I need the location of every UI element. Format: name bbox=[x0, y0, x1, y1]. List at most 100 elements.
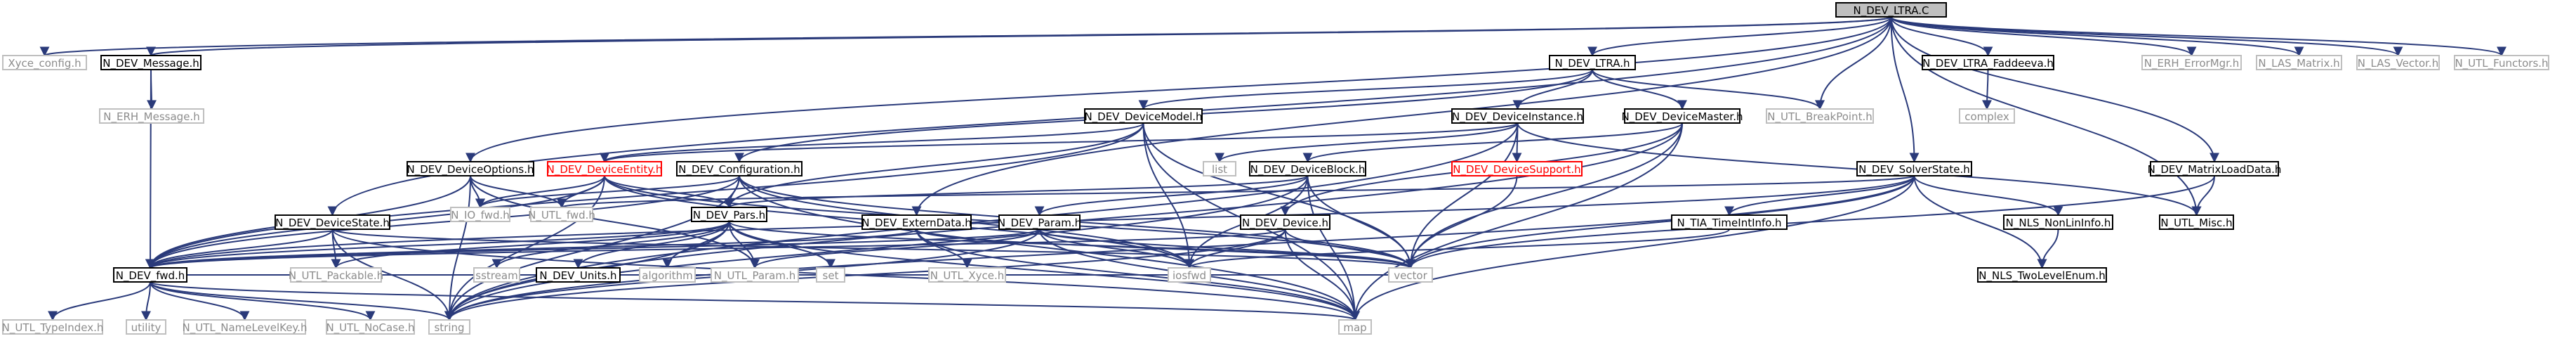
node-root[interactable]: N_DEV_LTRA.C bbox=[1835, 2, 1947, 18]
node-set[interactable]: set bbox=[816, 267, 845, 283]
node-matrixload[interactable]: N_DEV_MatrixLoadData.h bbox=[2148, 161, 2282, 176]
node-box bbox=[2454, 55, 2549, 70]
node-nls-nonlin[interactable]: N_NLS_NonLinInfo.h bbox=[2003, 214, 2113, 230]
edge-ltra_h-to-devmaster bbox=[1592, 69, 1687, 110]
edge-solverstate-to-map bbox=[1350, 175, 1915, 321]
node-algorithm[interactable]: algorithm bbox=[639, 267, 696, 283]
node-faddeeva[interactable]: N_DEV_LTRA_Faddeeva.h bbox=[1922, 55, 2054, 70]
node-label: N_UTL_Packable.h bbox=[289, 269, 383, 283]
edge-faddeeva-to-complex bbox=[1982, 69, 1993, 110]
node-label: iosfwd bbox=[1173, 269, 1206, 282]
node-box bbox=[998, 214, 1081, 230]
node-box bbox=[1835, 2, 1947, 18]
node-errormgr[interactable]: N_ERH_ErrorMgr.h bbox=[2141, 55, 2242, 70]
edge-param-to-utl_param bbox=[750, 229, 1041, 269]
node-ltra-h[interactable]: N_DEV_LTRA.h bbox=[1549, 55, 1636, 70]
node-config[interactable]: N_DEV_Configuration.h bbox=[676, 161, 802, 176]
node-list[interactable]: list bbox=[1203, 161, 1236, 176]
node-units[interactable]: N_DEV_Units.h bbox=[536, 267, 621, 283]
node-iosfwd[interactable]: iosfwd bbox=[1168, 267, 1211, 283]
node-box bbox=[2256, 55, 2342, 70]
node-box bbox=[1451, 108, 1584, 124]
node-device-h[interactable]: N_DEV_Device.h bbox=[1240, 214, 1330, 230]
node-io-fwd[interactable]: N_IO_fwd.h bbox=[450, 207, 510, 222]
node-devinst[interactable]: N_DEV_DeviceInstance.h bbox=[1451, 108, 1584, 124]
edge-solverstate-to-nls_twolevel bbox=[1913, 175, 2047, 269]
node-box bbox=[1240, 214, 1330, 230]
node-deventity[interactable]: N_DEV_DeviceEntity.h bbox=[547, 161, 663, 176]
edge-root-to-matrixload bbox=[1890, 16, 2219, 163]
node-string[interactable]: string bbox=[428, 319, 470, 335]
edge-devblock-to-pars bbox=[724, 175, 1309, 209]
node-box bbox=[1977, 267, 2107, 283]
node-devsupport[interactable]: N_DEV_DeviceSupport.h bbox=[1451, 161, 1583, 176]
node-externdata[interactable]: N_DEV_ExternData.h bbox=[861, 214, 972, 230]
node-label: N_DEV_DeviceMaster.h bbox=[1622, 110, 1743, 124]
node-label: N_UTL_TypeIndex.h bbox=[2, 321, 104, 335]
node-devmaster[interactable]: N_DEV_DeviceMaster.h bbox=[1622, 108, 1743, 124]
edge-deventity-to-io_fwd bbox=[475, 175, 605, 209]
node-param[interactable]: N_DEV_Param.h bbox=[998, 214, 1081, 230]
node-nocase[interactable]: N_UTL_NoCase.h bbox=[326, 319, 415, 335]
edge-root-to-solverstate bbox=[1890, 16, 1920, 163]
node-map[interactable]: map bbox=[1338, 319, 1372, 335]
node-box bbox=[2159, 214, 2234, 230]
edge-devstate-to-vector bbox=[331, 229, 1415, 269]
edge-solverstate-to-vector bbox=[1406, 175, 1915, 269]
node-utl-param[interactable]: N_UTL_Param.h bbox=[711, 267, 799, 283]
edge-devblock-to-map bbox=[1307, 175, 1360, 321]
edge-devblock-to-string bbox=[444, 175, 1309, 321]
node-label: N_LAS_Matrix.h bbox=[2258, 57, 2339, 70]
node-packable[interactable]: N_UTL_Packable.h bbox=[289, 267, 383, 283]
node-box bbox=[1338, 319, 1372, 335]
node-utl-misc[interactable]: N_UTL_Misc.h bbox=[2159, 214, 2234, 230]
edge-externdata-to-dev_fwd bbox=[145, 229, 918, 269]
node-complex[interactable]: complex bbox=[1959, 108, 2015, 124]
edge-root-to-externdata bbox=[911, 16, 1892, 217]
edge-nls_nonlin-to-nls_twolevel bbox=[2037, 229, 2059, 269]
node-box bbox=[1203, 161, 1236, 176]
node-box bbox=[428, 319, 470, 335]
node-utl-fwd[interactable]: N_UTL_fwd.h bbox=[528, 207, 595, 222]
node-devoptions[interactable]: N_DEV_DeviceOptions.h bbox=[407, 161, 534, 176]
edge-dev_fwd-to-nocase bbox=[150, 281, 376, 321]
node-msg[interactable]: N_DEV_Message.h bbox=[100, 55, 202, 70]
node-label: N_DEV_Device.h bbox=[1242, 217, 1328, 230]
node-breakpoint[interactable]: N_UTL_BreakPoint.h bbox=[1766, 108, 1874, 124]
node-erh-msg[interactable]: N_ERH_Message.h bbox=[99, 108, 204, 124]
edge-solverstate-to-utl_fwd bbox=[557, 175, 1915, 209]
node-las-matrix[interactable]: N_LAS_Matrix.h bbox=[2256, 55, 2342, 70]
node-label: N_UTL_Functors.h bbox=[2455, 57, 2548, 70]
node-box bbox=[126, 319, 166, 335]
node-functors[interactable]: N_UTL_Functors.h bbox=[2454, 55, 2549, 70]
node-label: N_DEV_LTRA.h bbox=[1554, 57, 1630, 70]
node-devblock[interactable]: N_DEV_DeviceBlock.h bbox=[1249, 161, 1366, 176]
node-dev-fwd[interactable]: N_DEV_fwd.h bbox=[113, 267, 187, 283]
edge-ltra_h-to-breakpoint bbox=[1592, 69, 1825, 110]
node-typeindex[interactable]: N_UTL_TypeIndex.h bbox=[2, 319, 104, 335]
node-label: N_NLS_TwoLevelEnum.h bbox=[1979, 269, 2105, 283]
node-box bbox=[1959, 108, 2015, 124]
node-pars[interactable]: N_DEV_Pars.h bbox=[691, 207, 767, 222]
node-label: utility bbox=[131, 321, 161, 334]
edge-param-to-iosfwd bbox=[1038, 229, 1194, 269]
node-box bbox=[99, 108, 204, 124]
node-label: map bbox=[1343, 321, 1366, 334]
node-tia[interactable]: N_TIA_TimeIntInfo.h bbox=[1671, 214, 1788, 230]
node-utl-xyce[interactable]: N_UTL_Xyce.h bbox=[928, 267, 1006, 283]
node-devstate[interactable]: N_DEV_DeviceState.h bbox=[275, 214, 390, 230]
node-xyce-config[interactable]: Xyce_config.h bbox=[2, 55, 87, 70]
node-las-vector[interactable]: N_LAS_Vector.h bbox=[2356, 55, 2440, 70]
node-solverstate[interactable]: N_DEV_SolverState.h bbox=[1856, 161, 1972, 176]
node-utility[interactable]: utility bbox=[126, 319, 166, 335]
node-label: N_UTL_BreakPoint.h bbox=[1767, 110, 1872, 124]
edge-solverstate-to-tia bbox=[1724, 175, 1915, 217]
node-vector[interactable]: vector bbox=[1388, 267, 1433, 283]
node-sstream[interactable]: sstream bbox=[473, 267, 520, 283]
node-box bbox=[407, 161, 534, 176]
node-label: sstream bbox=[475, 269, 517, 282]
node-box bbox=[1856, 161, 1972, 176]
node-nls-twolevel[interactable]: N_NLS_TwoLevelEnum.h bbox=[1977, 267, 2107, 283]
node-devmodel[interactable]: N_DEV_DeviceModel.h bbox=[1084, 108, 1203, 124]
node-namelevelkey[interactable]: N_UTL_NameLevelKey.h bbox=[183, 319, 308, 335]
